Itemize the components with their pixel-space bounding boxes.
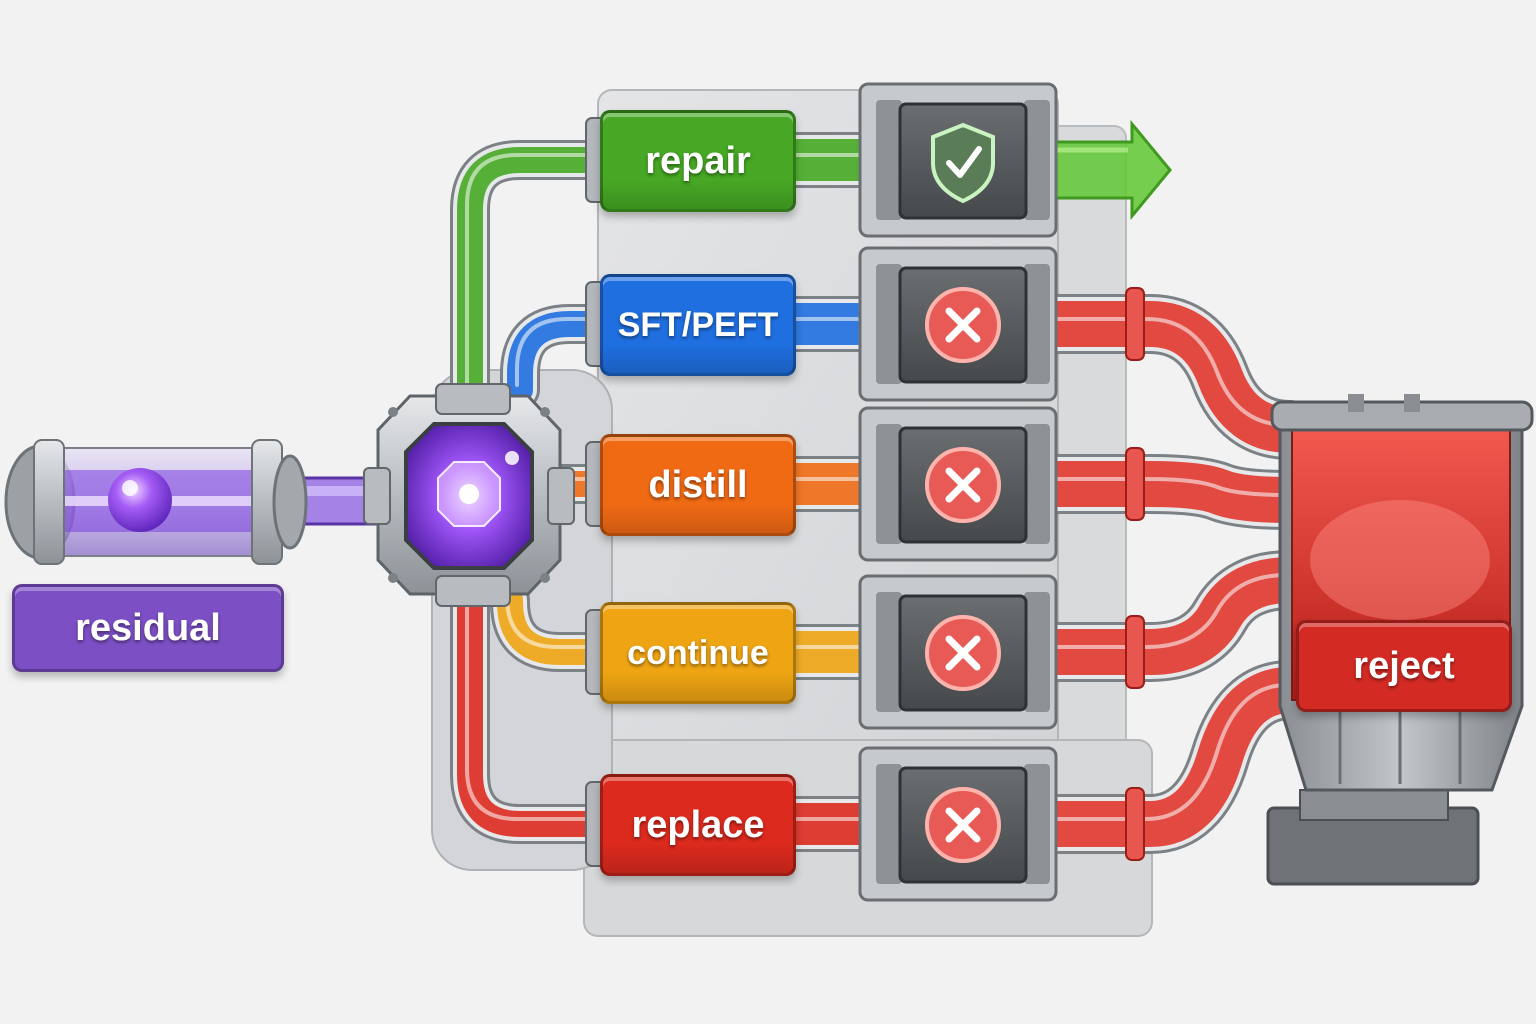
inlet-pipe-replace-highlight <box>465 593 599 821</box>
shield-check-icon <box>931 122 995 204</box>
reject-pipe-collar-sft-peft <box>1125 287 1145 361</box>
reject-pipe-collar-replace <box>1125 787 1145 861</box>
x-mark-icon <box>945 307 981 343</box>
gate-hinge-right-continue <box>1024 592 1050 712</box>
branch-label-text: distill <box>648 463 748 506</box>
reject-pipe-collar-distill <box>1125 447 1145 521</box>
branch-label-continue: continue <box>600 602 796 704</box>
reject-pipe-distill-fluid <box>1007 461 1313 523</box>
inlet-pipe-sft-peft-fluid <box>507 311 613 403</box>
reject-pipe-continue-fluid <box>1007 557 1313 675</box>
branch-label-sft-peft: SFT/PEFT <box>600 274 796 376</box>
inlet-pipe-repair-highlight <box>465 153 599 387</box>
tube-band-left <box>33 439 65 565</box>
inlet-pipes <box>450 117 620 867</box>
branch-label-text: replace <box>631 803 765 846</box>
gate-hinge-right-repair <box>1024 100 1050 220</box>
x-mark-icon <box>945 467 981 503</box>
reject-pipe-sft-peft-highlight <box>1025 317 1289 427</box>
residual-orb <box>108 468 172 532</box>
reject-pipe-replace-fluid <box>1007 667 1313 847</box>
gate-hinge-right-replace <box>1024 764 1050 884</box>
gate-hinge-left-continue <box>876 592 902 712</box>
reject-label: reject <box>1296 620 1512 712</box>
reject-pipe-distill-highlight <box>1025 477 1289 497</box>
x-mark-icon <box>945 807 981 843</box>
inlet-pipe-repair-fluid <box>457 147 613 403</box>
tube-right-cap <box>272 454 308 550</box>
gate-hinge-left-replace <box>876 764 902 884</box>
gates <box>858 82 1058 902</box>
source-label: residual <box>12 584 284 672</box>
reject-label-text: reject <box>1353 644 1455 687</box>
gate-hinge-right-sft-peft <box>1024 264 1050 384</box>
reject-pipe-continue-highlight <box>1025 573 1289 649</box>
bin-rim <box>1270 400 1534 432</box>
gate-hinge-right-distill <box>1024 424 1050 544</box>
branch-label-replace: replace <box>600 774 796 876</box>
branch-label-repair: repair <box>600 110 796 212</box>
router-hub <box>363 383 575 607</box>
branch-label-text: repair <box>645 139 751 182</box>
reject-pipe-collar-continue <box>1125 615 1145 689</box>
x-mark-icon <box>945 635 981 671</box>
branch-label-distill: distill <box>600 434 796 536</box>
gate-hinge-left-repair <box>876 100 902 220</box>
residual-tube <box>4 439 382 565</box>
branch-label-text: SFT/PEFT <box>617 305 779 344</box>
inlet-pipe-sft-peft-highlight <box>515 317 599 387</box>
check-mark-icon <box>946 146 982 178</box>
reject-pipes <box>1000 287 1320 861</box>
gate-hinge-left-sft-peft <box>876 264 902 384</box>
reject-pipe-replace-highlight <box>1025 683 1289 821</box>
gate-hinge-left-distill <box>876 424 902 544</box>
source-label-text: residual <box>75 606 221 649</box>
branch-label-text: continue <box>627 633 769 672</box>
